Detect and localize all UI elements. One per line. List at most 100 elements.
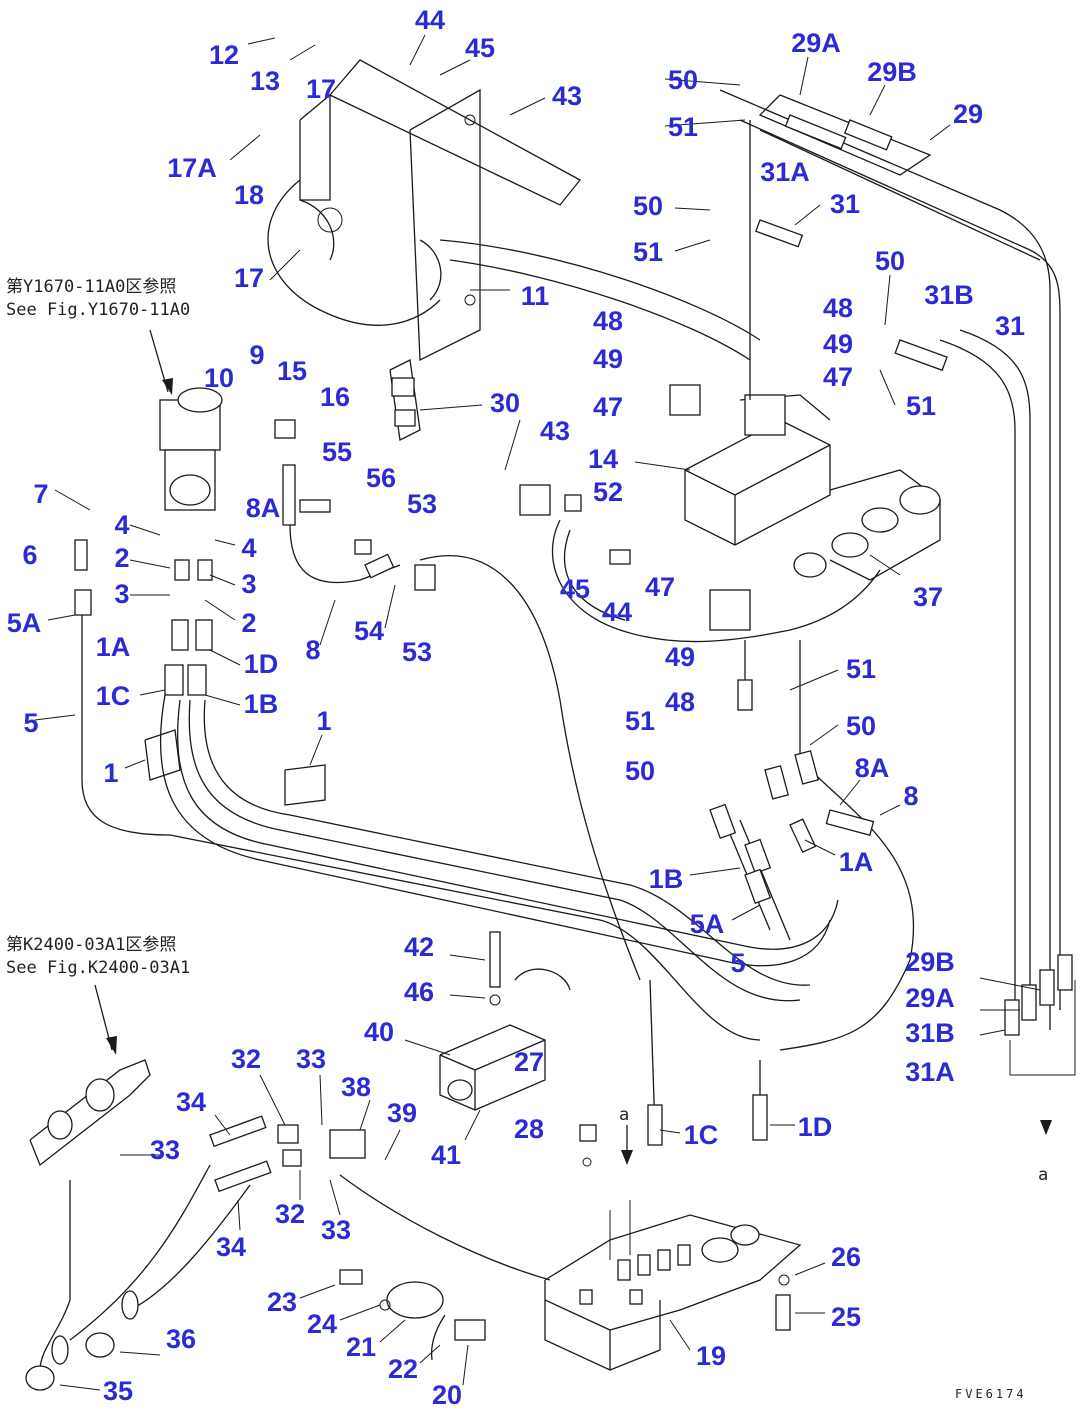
part-label-1d: 1D: [244, 649, 279, 679]
part-label-12: 12: [209, 40, 239, 70]
arrow-letter-a-right: a: [1038, 1165, 1048, 1185]
ref-k2400-line-2: See Fig.K2400-03A1: [6, 958, 190, 978]
part-label-32: 32: [231, 1044, 261, 1074]
part-label-8: 8: [903, 781, 918, 811]
part-label-8a: 8A: [855, 753, 890, 783]
part-label-1c: 1C: [684, 1120, 719, 1150]
control-valve-block: [519, 120, 941, 760]
part-label-42: 42: [404, 932, 434, 962]
part-label-36: 36: [166, 1324, 196, 1354]
part-label-31b: 31B: [905, 1018, 955, 1048]
part-label-17: 17: [306, 74, 336, 104]
part-label-56: 56: [366, 463, 396, 493]
part-label-37: 37: [913, 582, 943, 612]
part-label-29a: 29A: [791, 28, 841, 58]
ref-y1670-line-1: 第Y1670-11A0区参照: [6, 277, 176, 297]
part-label-1c: 1C: [96, 681, 131, 711]
part-label-31a: 31A: [905, 1057, 955, 1087]
part-label-29b: 29B: [867, 57, 917, 87]
part-label-24: 24: [307, 1309, 337, 1339]
part-label-53: 53: [407, 489, 437, 519]
part-label-2: 2: [241, 608, 256, 638]
part-label-15: 15: [277, 356, 307, 386]
part-label-2: 2: [114, 543, 129, 573]
part-label-39: 39: [387, 1098, 417, 1128]
part-label-38: 38: [341, 1072, 371, 1102]
part-label-18: 18: [234, 180, 264, 210]
part-label-35: 35: [103, 1376, 133, 1406]
part-label-1a: 1A: [96, 632, 131, 662]
part-label-50: 50: [668, 65, 698, 95]
part-label-17: 17: [234, 263, 264, 293]
part-label-1d: 1D: [798, 1112, 833, 1142]
part-label-5a: 5A: [690, 909, 725, 939]
part-label-4: 4: [114, 510, 129, 540]
part-label-29: 29: [953, 99, 983, 129]
part-label-6: 6: [22, 540, 37, 570]
part-label-1: 1: [316, 706, 331, 736]
part-label-34: 34: [216, 1232, 246, 1262]
part-label-20: 20: [432, 1380, 462, 1410]
part-label-16: 16: [320, 382, 350, 412]
pilot-valve: [74, 387, 436, 696]
part-label-8: 8: [305, 635, 320, 665]
part-label-5a: 5A: [7, 608, 42, 638]
part-label-5: 5: [730, 948, 745, 978]
part-label-28: 28: [514, 1114, 544, 1144]
ref-k2400-line-1: 第K2400-03A1区参照: [6, 935, 176, 955]
bracket-plate: [267, 59, 581, 441]
part-label-49: 49: [665, 642, 695, 672]
part-label-23: 23: [267, 1287, 297, 1317]
part-label-26: 26: [831, 1242, 861, 1272]
part-label-7: 7: [33, 479, 48, 509]
part-label-1a: 1A: [839, 847, 874, 877]
part-label-4: 4: [241, 533, 256, 563]
part-label-25: 25: [831, 1302, 861, 1332]
lower-valve: [439, 931, 802, 1372]
lower-left-cylinder: [25, 1059, 551, 1391]
part-label-3: 3: [114, 579, 129, 609]
reference-arrows: [94, 329, 1052, 1165]
part-label-9: 9: [249, 340, 264, 370]
part-label-51: 51: [633, 237, 663, 267]
part-label-54: 54: [354, 616, 384, 646]
part-label-51: 51: [906, 391, 936, 421]
part-label-50: 50: [846, 711, 876, 741]
part-label-44: 44: [415, 5, 445, 35]
part-label-49: 49: [823, 329, 853, 359]
part-label-32: 32: [275, 1199, 305, 1229]
part-label-30: 30: [490, 388, 520, 418]
part-label-48: 48: [593, 306, 623, 336]
part-label-50: 50: [875, 246, 905, 276]
part-label-40: 40: [364, 1017, 394, 1047]
part-label-47: 47: [593, 392, 623, 422]
part-label-47: 47: [823, 362, 853, 392]
part-label-5: 5: [23, 708, 38, 738]
part-label-33: 33: [296, 1044, 326, 1074]
part-label-22: 22: [388, 1354, 418, 1384]
part-label-44: 44: [602, 597, 632, 627]
drawing-code: FVE6174: [955, 1387, 1027, 1401]
part-label-3: 3: [241, 569, 256, 599]
part-label-51: 51: [625, 706, 655, 736]
part-label-48: 48: [823, 293, 853, 323]
upper-hose-bundle: [439, 89, 1061, 1030]
part-label-50: 50: [633, 191, 663, 221]
part-label-53: 53: [402, 637, 432, 667]
part-label-31a: 31A: [760, 157, 810, 187]
arrow-letter-a-center: a: [619, 1105, 629, 1125]
part-label-19: 19: [696, 1341, 726, 1371]
part-label-43: 43: [540, 416, 570, 446]
part-label-52: 52: [593, 477, 623, 507]
part-label-14: 14: [588, 444, 618, 474]
reference-notes: 第Y1670-11A0区参照 See Fig.Y1670-11A0 第K2400…: [6, 277, 190, 978]
part-label-13: 13: [250, 66, 280, 96]
part-label-33: 33: [150, 1135, 180, 1165]
part-label-21: 21: [346, 1332, 376, 1362]
part-label-34: 34: [176, 1087, 206, 1117]
part-label-47: 47: [645, 572, 675, 602]
leader-lines: [34, 34, 1041, 1391]
